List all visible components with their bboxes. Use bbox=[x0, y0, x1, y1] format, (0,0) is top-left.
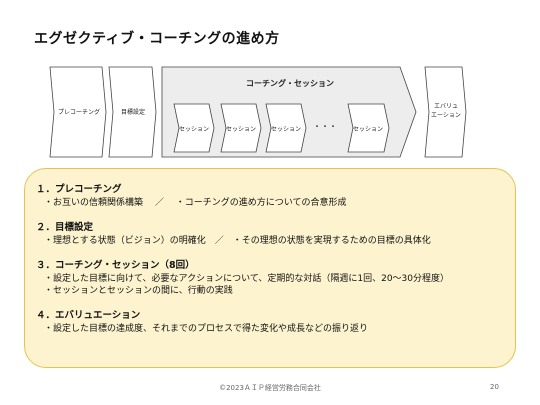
section-line: ・セッションとセッションの間に、行動の実践 bbox=[44, 286, 233, 296]
section-title: １．プレコーチング bbox=[36, 184, 122, 195]
flow-step-evaluation bbox=[424, 66, 467, 158]
section-line: ・設定した目標の達成度、それまでのプロセスで得た変化や成長などの振り返り bbox=[44, 323, 369, 334]
section-line: ・設定した目標に向けて、必要なアクションについて、定期的な対話（隔週に1回、20… bbox=[44, 273, 450, 284]
flow-step-goal-setting-label: 目標設定 bbox=[121, 108, 145, 116]
section-coaching-sessions: ３．コーチング・セッション（8回） ・設定した目標に向けて、必要なアクションにつ… bbox=[36, 260, 449, 298]
ellipsis-dots: ・・・ bbox=[313, 122, 337, 131]
session-label: セッション bbox=[353, 126, 383, 133]
session-label: セッション bbox=[179, 126, 209, 133]
section-line: ・理想とする状態（ビジョン）の明確化 ／ ・その理想の状態を実現するための目標の… bbox=[44, 235, 431, 246]
flow-step-goal-setting bbox=[108, 66, 157, 158]
section-goal-setting: ２．目標設定 ・理想とする状態（ビジョン）の明確化 ／ ・その理想の状態を実現す… bbox=[36, 222, 431, 247]
evaluation-label-line2: エーション bbox=[431, 112, 461, 119]
session-label: セッション bbox=[271, 126, 301, 133]
session-chevron bbox=[173, 103, 215, 153]
process-flow: プレコーチング 目標設定 コーチング・セッション セッション セッション セッシ… bbox=[49, 66, 467, 158]
session-label: セッション bbox=[226, 126, 256, 133]
coaching-sessions-label: コーチング・セッション bbox=[246, 78, 334, 88]
page-title: エグゼクティブ・コーチングの進め方 bbox=[34, 31, 280, 47]
section-title: ３．コーチング・セッション（8回） bbox=[36, 260, 195, 271]
session-chevron bbox=[220, 103, 262, 153]
page-number: 20 bbox=[490, 383, 499, 391]
copyright-footer: ©2023ＡＩＰ経営労務合同会社 bbox=[219, 384, 321, 392]
session-chevron bbox=[347, 103, 390, 153]
flow-step-pre-coaching-label: プレコーチング bbox=[58, 108, 100, 116]
section-evaluation: ４．エバリュエーション ・設定した目標の達成度、それまでのプロセスで得た変化や成… bbox=[36, 310, 368, 335]
details-panel bbox=[24, 168, 516, 368]
evaluation-label-line1: エバリュ bbox=[434, 103, 458, 110]
section-line: ・お互いの信頼関係構築 ／ ・コーチングの進め方についての合意形成 bbox=[44, 197, 347, 208]
section-title: ４．エバリュエーション bbox=[36, 310, 141, 321]
session-chevron bbox=[265, 103, 307, 153]
section-pre-coaching: １．プレコーチング ・お互いの信頼関係構築 ／ ・コーチングの進め方についての合… bbox=[36, 184, 346, 209]
flow-step-pre-coaching bbox=[49, 66, 107, 158]
section-title: ２．目標設定 bbox=[36, 222, 94, 233]
